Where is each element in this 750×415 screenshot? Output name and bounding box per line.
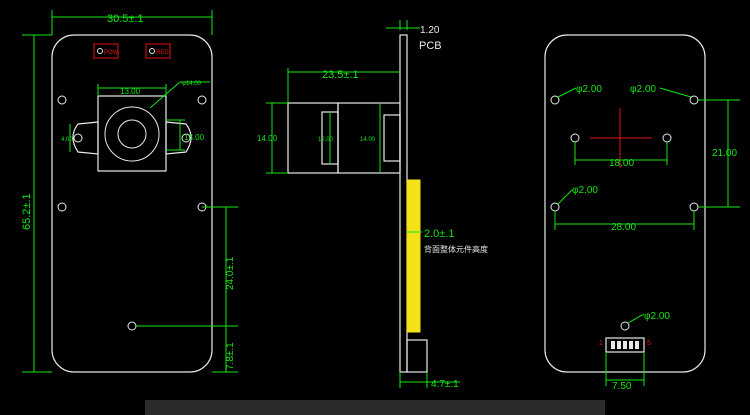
hole-dia-mid: φ2.00: [572, 185, 598, 196]
hole-dia-top-right: φ2.00: [630, 84, 656, 95]
led-red-dot: [149, 48, 155, 54]
pcb-label: PCB: [419, 40, 442, 52]
led-red-label: RED: [156, 50, 169, 56]
front-board-outline: [51, 34, 213, 373]
connector-dim: 4.7±.1: [431, 379, 459, 390]
front-hole-ml: [57, 202, 67, 212]
hole-dia-bottom: φ2.00: [644, 311, 670, 322]
led-red: [145, 43, 171, 59]
back-hole-cr: [662, 133, 672, 143]
lens-length-dim: 23.5±.1: [322, 69, 359, 81]
side-lens-base: [383, 114, 401, 162]
front-hole-tr: [197, 95, 207, 105]
back-hole-cl: [570, 133, 580, 143]
led-pow: [93, 43, 119, 59]
lens-dia-dim: φ14.00: [182, 81, 202, 87]
lens-width-dim: 13.00: [120, 87, 141, 96]
connector-pins: [611, 341, 639, 349]
holder-dim: 14.00: [360, 137, 376, 143]
barrel-height-dim: 14.00: [257, 134, 278, 143]
lens-mount-left: [72, 121, 99, 155]
lens-mount-right: [165, 121, 192, 155]
back-board-outline: [544, 34, 706, 373]
front-view: POW RED 30.5±.1 65.2±.1 13.00: [21, 10, 238, 373]
front-hole-tl: [57, 95, 67, 105]
barrel-inner-dim: 12.00: [318, 137, 334, 143]
center-spacing-dim: 18.00: [609, 158, 634, 169]
back-hole-ml: [550, 202, 560, 212]
right-height-dim: 21.00: [712, 148, 737, 159]
lower-spacing-dim: 28.00: [611, 222, 636, 233]
bottom-dim: 7.8±.1: [225, 342, 236, 370]
mount-left-dim: 4.00: [61, 137, 73, 143]
back-hole-bottom: [620, 321, 630, 331]
lens-mount-hole-right: [181, 133, 191, 143]
led-pow-dot: [97, 48, 103, 54]
front-width-dim: 30.5±.1: [107, 13, 144, 25]
lower-hole-dim: 24.0±.1: [225, 256, 236, 290]
back-hole-mr: [689, 202, 699, 212]
back-height-dim: 2.0±.1: [424, 228, 455, 240]
side-view: 1.20 PCB 23.5±.1 14.00 12.00 14.00 2.0±.…: [257, 20, 488, 390]
lens-height-dim: 13.00: [184, 133, 205, 142]
connector-width-dim: 7.50: [612, 381, 632, 392]
led-pow-label: POW: [104, 50, 119, 56]
pin-last-label: 5: [647, 340, 651, 347]
side-pcb: [399, 34, 408, 373]
hole-dia-top-left: φ2.00: [576, 84, 602, 95]
back-connector: [605, 337, 645, 353]
lens-inner: [117, 119, 147, 149]
lens-mount-hole-left: [73, 133, 83, 143]
back-note: 背面整体元件高度: [424, 244, 488, 254]
back-hole-tr: [689, 95, 699, 105]
lens-outer: [104, 106, 160, 162]
horizontal-scrollbar[interactable]: [145, 400, 605, 415]
pcb-thickness-dim: 1.20: [420, 25, 440, 36]
side-connector: [406, 339, 428, 373]
front-height-dim: 65.2±.1: [21, 193, 33, 230]
back-hole-tl: [550, 95, 560, 105]
pin-first-label: 1: [599, 340, 603, 347]
back-components: [406, 179, 421, 333]
back-view: φ2.00 φ2.00 φ2.00 φ2.00 18.00 21.00 28.0…: [544, 34, 740, 392]
front-hole-bottom: [127, 321, 137, 331]
